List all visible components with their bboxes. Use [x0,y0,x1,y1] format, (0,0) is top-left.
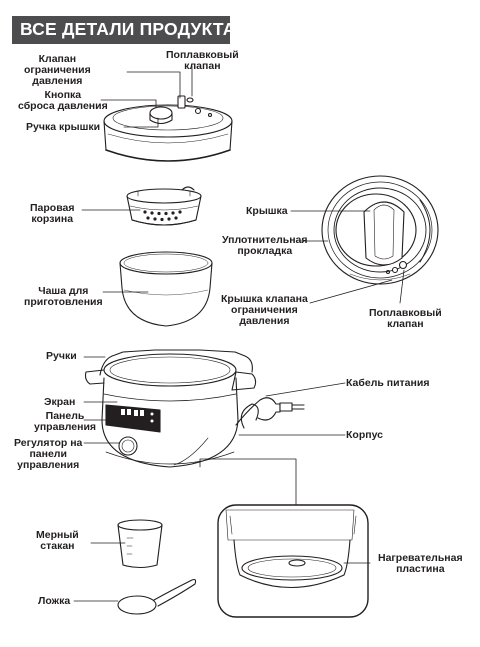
spoon-illustration [117,578,197,615]
label-display: Экран [44,396,76,408]
label-lid-handle: Ручка крышки [26,121,101,133]
label-control-knob: Регулятор на панели управления [14,437,83,471]
label-sealing-gasket: Уплотнительная прокладка [222,234,308,257]
label-pressure-valve-cover: Крышка клапана ограничения давления [221,293,308,327]
steam-basket-illustration [126,186,202,226]
label-lid: Крышка [246,205,288,217]
label-measuring-cup: Мерный стакан [36,529,79,552]
lid-side-illustration [321,175,439,285]
label-body: Корпус [346,429,383,441]
label-float-valve-top: Поплавковый клапан [166,49,239,72]
label-pressure-release-button: Кнопка сброса давления [18,89,108,112]
label-heating-plate: Нагревательная пластина [378,552,463,575]
multicooker-illustration [84,349,305,468]
label-control-panel: Панель управления [34,410,97,433]
label-float-valve-side: Поплавковый клапан [369,307,442,330]
label-steam-basket: Паровая корзина [30,202,75,225]
measuring-cup-illustration [117,519,163,569]
cooking-bowl-illustration [119,251,213,327]
label-pressure-limit-valve: Клапан ограничения давления [24,53,91,87]
lid-illustration [103,95,233,162]
header-bar [12,16,230,44]
heating-plate-illustration [217,504,369,618]
label-spoon: Ложка [38,595,71,607]
label-handles: Ручки [46,350,77,362]
page-title: ВСЕ ДЕТАЛИ ПРОДУКТА [20,19,236,39]
leader-lines [73,65,405,602]
label-cooking-bowl: Чаша для приготовления [24,285,103,308]
label-power-cable: Кабель питания [346,377,430,389]
